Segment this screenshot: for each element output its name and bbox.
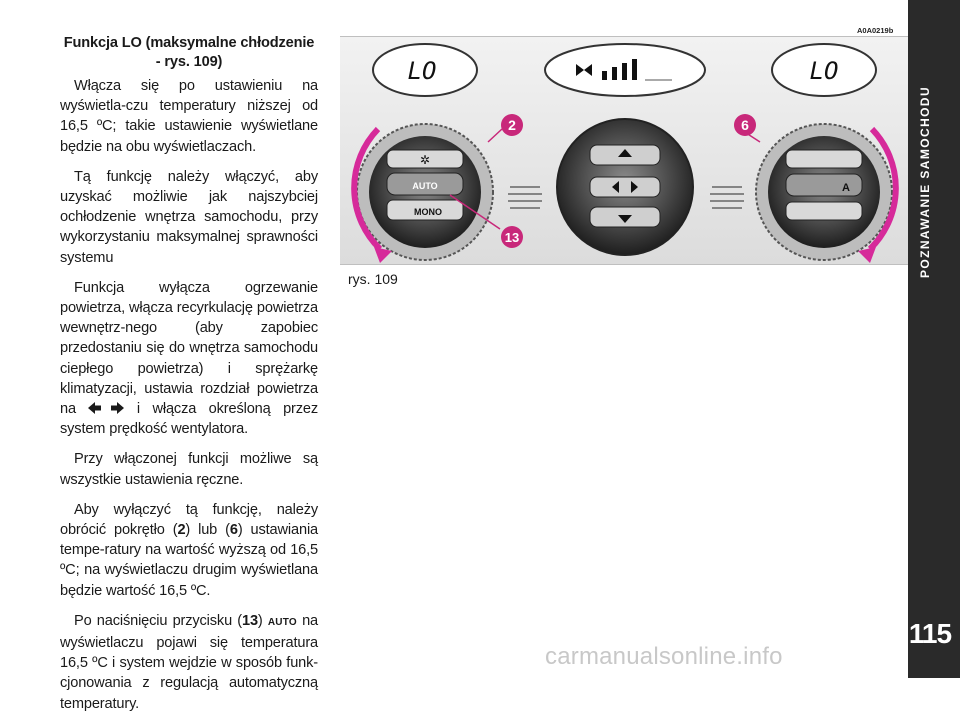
right-temperature-knob: A — [755, 123, 893, 261]
center-display — [544, 43, 706, 97]
paragraph-5-part-b: ) lub ( — [185, 522, 230, 539]
climate-control-figure: LO LO AUTO MONO ✲ — [340, 36, 910, 265]
reference-2: 2 — [177, 522, 186, 539]
svg-text:13: 13 — [505, 230, 519, 245]
fan-speed-icon — [576, 59, 637, 80]
left-rotation-arc — [351, 126, 383, 252]
paragraph-5-part-a: Aby wyłączyć tą funkcję, należy obrócić … — [60, 501, 318, 539]
climate-panel-illustration: LO LO AUTO MONO ✲ — [340, 37, 910, 264]
vent-left — [508, 186, 542, 209]
paragraph-6-part-a: Po naciśnięciu przycisku ( — [74, 612, 242, 629]
body-text: Funkcja LO (maksymalne chłodzenie - rys.… — [60, 34, 318, 724]
arrow-down-icon — [618, 215, 632, 223]
svg-text:6: 6 — [741, 117, 749, 133]
paragraph-3-part-a: Funkcja wyłącza ogrzewanie powietrza, wł… — [60, 279, 318, 418]
right-display: LO — [771, 43, 877, 97]
chapter-sidebar — [908, 0, 960, 678]
left-arc-arrowhead — [374, 247, 392, 263]
paragraph-5: Aby wyłączyć tą funkcję, należy obrócić … — [60, 500, 318, 601]
mono-button-label: MONO — [414, 207, 442, 217]
vent-right — [710, 186, 744, 209]
right-rotation-arc — [867, 126, 899, 252]
callout-6: 6 — [734, 114, 756, 136]
page-number: 115 — [908, 618, 952, 649]
air-distribution-knob — [556, 118, 694, 256]
paragraph-6: Po naciśnięciu przycisku (13) AUTO na wy… — [60, 611, 318, 714]
paragraph-3-part-b: i włącza określoną przez system prędkość… — [60, 401, 318, 438]
chapter-title: POZNAWANIE SAMOCHODU — [918, 85, 932, 278]
paragraph-3: Funkcja wyłącza ogrzewanie powietrza, wł… — [60, 278, 318, 440]
section-heading: Funkcja LO (maksymalne chłodzenie - rys.… — [63, 35, 315, 70]
left-display-value: LO — [408, 57, 437, 85]
right-display-value: LO — [810, 57, 839, 85]
callout-13: 13 — [501, 226, 523, 248]
reference-13: 13 — [241, 612, 258, 629]
arrow-left-right-icon — [612, 181, 638, 193]
reference-6: 6 — [229, 522, 238, 539]
paragraph-5-part-c: ) ustawiania tempe-ratury na wartość wyż… — [60, 522, 318, 599]
figure-caption: rys. 109 — [348, 271, 398, 287]
a-button-label: A — [842, 182, 850, 194]
auto-label: AUTO — [267, 616, 297, 628]
recirculation-icon: ✲ — [420, 153, 430, 167]
paragraph-2: Tą funkcję należy włączyć, aby uzyskać m… — [60, 168, 318, 266]
auto-button-label: AUTO — [412, 181, 437, 191]
svg-text:2: 2 — [508, 117, 516, 133]
paragraph-4: Przy włączonej funkcji możliwe są wszyst… — [60, 451, 318, 488]
air-distribution-arrows-icon — [88, 402, 125, 415]
right-arc-arrowhead — [858, 247, 876, 263]
left-display: LO — [372, 43, 478, 97]
watermark: carmanualsonline.info — [545, 643, 783, 670]
figure-code: A0A0219b — [857, 26, 894, 35]
arrow-up-icon — [618, 149, 632, 157]
paragraph-1: Włącza się po ustawieniu na wyświetla-cz… — [60, 78, 318, 155]
paragraph-6-part-b: ) — [257, 612, 263, 629]
left-temperature-knob: AUTO MONO ✲ — [356, 123, 494, 261]
callout-2: 2 — [501, 114, 523, 136]
